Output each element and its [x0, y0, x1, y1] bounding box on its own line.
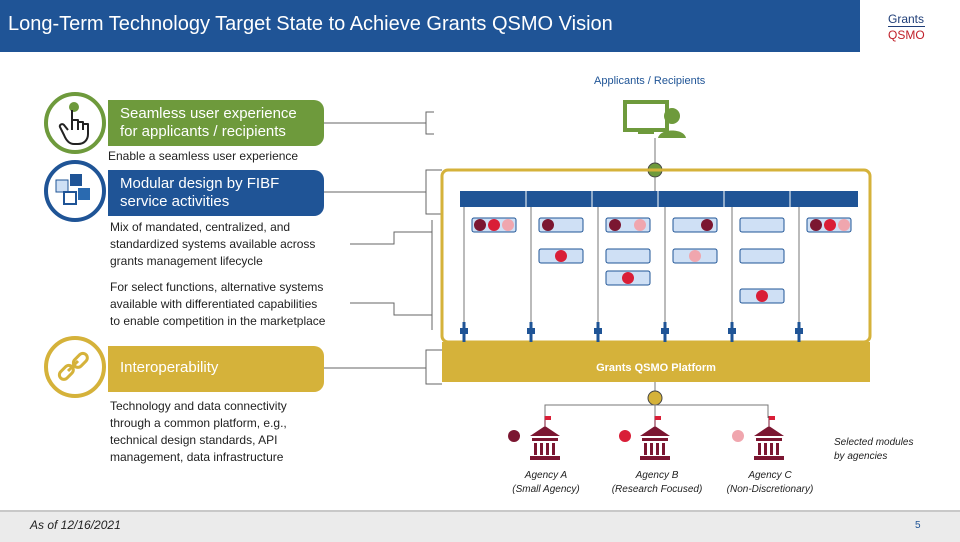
agency-a-name: Agency A — [524, 470, 568, 481]
footer-date: As of 12/16/2021 — [30, 518, 121, 532]
pillar-2-desc-line-1: Mix of mandated, centralized, and — [110, 220, 291, 234]
module-dots — [474, 219, 850, 302]
pillar-2-line-1: Modular design by FIBF — [120, 175, 280, 192]
pillar-3-desc-line-3: technical design standards, API — [110, 433, 278, 447]
fibf-header-bar — [460, 191, 858, 207]
agency-icons — [508, 416, 784, 460]
platform-diagram — [440, 100, 872, 418]
agency-c-label: Agency C (Non-Discretionary) — [714, 469, 826, 497]
selected-modules-note: Selected modules by agencies — [834, 436, 914, 464]
pillar-2-desc2-line-3: to enable competition in the marketplace — [110, 314, 326, 328]
seamless-experience-badge — [44, 92, 106, 154]
pillar-2-desc-line-3: grants management lifecycle — [110, 254, 263, 268]
pillar-2-description: Mix of mandated, centralized, and standa… — [110, 219, 315, 270]
page-title: Long-Term Technology Target State to Ach… — [8, 13, 613, 35]
pillar-2-desc2-line-2: available with differentiated capabiliti… — [110, 297, 318, 311]
pillar-2-desc2-line-1: For select functions, alternative system… — [110, 280, 324, 294]
computer-user-icon — [623, 100, 686, 138]
pillar-1-description: Enable a seamless user experience — [108, 149, 299, 163]
selected-note-line-1: Selected modules — [834, 437, 914, 448]
pillar-1-line-1: Seamless user experience — [120, 105, 297, 122]
agency-a-sub: (Small Agency) — [512, 484, 580, 495]
agency-c-building — [732, 416, 784, 460]
pointing-hand-icon — [58, 102, 89, 145]
agency-b-name: Agency B — [635, 470, 679, 481]
pillar-3-line-1: Interoperability — [120, 359, 219, 376]
platform-label: Grants QSMO Platform — [596, 362, 716, 374]
agency-a-building — [508, 416, 560, 460]
grants-qsmo-logo: Grants QSMO — [888, 12, 936, 42]
pillar-2-line-2: service activities — [120, 193, 230, 210]
platform-node — [647, 390, 663, 406]
cubes-icon — [55, 174, 90, 205]
selected-note-line-2: by agencies — [834, 451, 888, 462]
agency-a-label: Agency A (Small Agency) — [494, 469, 598, 497]
pillar-3-desc-line-4: management, data infrastructure — [110, 450, 284, 464]
pillar-seamless-experience: Seamless user experience for applicants … — [108, 100, 324, 146]
modular-design-badge — [44, 160, 106, 222]
interoperability-badge — [44, 336, 106, 398]
logo-line-2: QSMO — [888, 26, 925, 42]
pillar-3-desc-line-2: through a common platform, e.g., — [110, 416, 287, 430]
agency-b-building — [619, 416, 670, 460]
pillar-modular-design: Modular design by FIBF service activitie… — [108, 170, 324, 216]
pillar-3-description: Technology and data connectivity through… — [110, 398, 287, 466]
chain-link-icon — [57, 351, 89, 381]
applicants-label: Applicants / Recipients — [594, 75, 706, 87]
agency-b-label: Agency B (Research Focused) — [600, 469, 714, 497]
agency-c-sub: (Non-Discretionary) — [726, 484, 814, 495]
pillar-2-description-2: For select functions, alternative system… — [110, 279, 325, 330]
logo-line-1: Grants — [888, 12, 925, 26]
title-bar — [0, 0, 860, 52]
agency-b-sub: (Research Focused) — [611, 484, 703, 495]
footer-bar — [0, 510, 960, 542]
pillar-3-desc-line-1: Technology and data connectivity — [110, 399, 287, 413]
pillar-interoperability: Interoperability — [108, 346, 324, 392]
pillar-1-line-2: for applicants / recipients — [120, 123, 286, 140]
page-number: 5 — [915, 520, 921, 531]
pillar-2-desc-line-2: standardized systems available across — [110, 237, 316, 251]
agency-c-name: Agency C — [748, 470, 792, 481]
grants-qsmo-platform-bar — [442, 342, 870, 382]
